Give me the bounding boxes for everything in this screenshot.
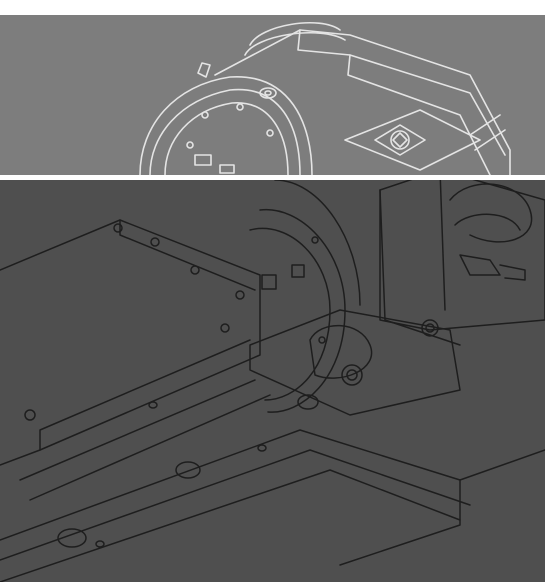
rotary-table-outline [0, 180, 545, 582]
top-banner-image [0, 15, 545, 175]
bottom-banner-image [0, 180, 545, 582]
actuator-outline [139, 22, 511, 175]
gear-logo-icon [392, 132, 408, 148]
top-line-drawing [0, 15, 545, 175]
bottom-line-drawing [0, 180, 545, 582]
top-background [0, 15, 545, 175]
bottom-background [0, 180, 545, 582]
